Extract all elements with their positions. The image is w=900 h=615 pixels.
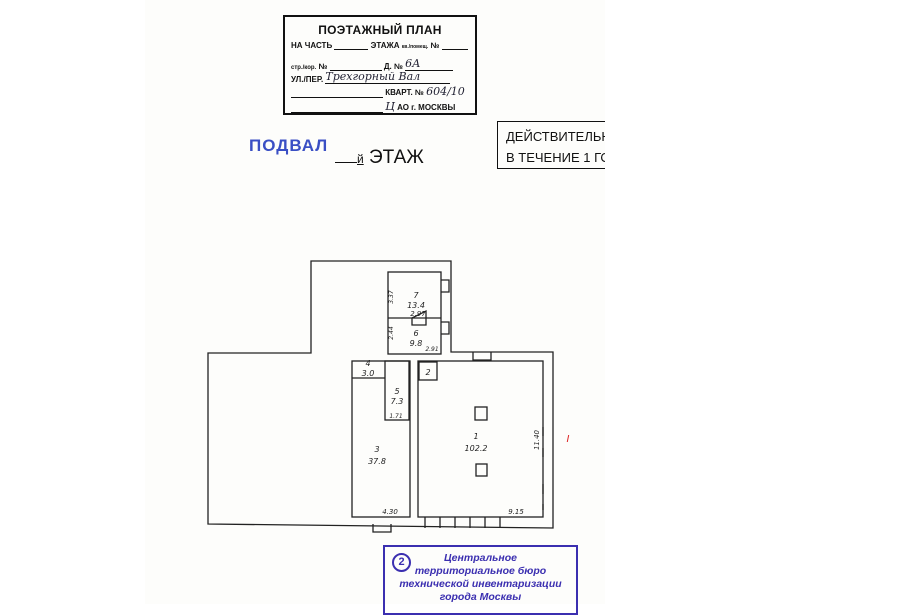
blank-margin (605, 0, 900, 604)
room-6-area: 9.8 (410, 339, 423, 348)
room-7-area: 13.4 (407, 301, 425, 310)
stamp-number: 2 (392, 553, 411, 572)
room-3-area: 37.8 (368, 457, 386, 466)
room-1-number: 1 (473, 432, 478, 441)
room-7-number: 7 (413, 291, 419, 300)
room-4-area: 3.0 (362, 369, 375, 378)
stamp-line: Центральное (444, 552, 517, 564)
dim-4-30: 4.30 (382, 508, 398, 516)
room-5-number: 5 (394, 387, 399, 396)
no-label: № (430, 41, 440, 50)
title-block: ПОЭТАЖНЫЙ ПЛАН НА ЧАСТЬ ЭТАЖА кв./помещ.… (283, 15, 477, 115)
ao-label: АО г. МОСКВЫ (397, 103, 456, 112)
pillar (474, 406, 488, 421)
floor-suffix: й (357, 152, 364, 166)
dim-2-91: 2.91 (425, 346, 438, 353)
dim-2-44: 2.44 (388, 326, 395, 340)
room-7-6-block (387, 271, 442, 355)
na-chast-label: НА ЧАСТЬ (291, 41, 333, 50)
street-label: УЛ./ПЕР. (291, 75, 324, 84)
dim-1-71: 1.71 (389, 413, 402, 420)
stamp-line: технической инвентаризации (399, 578, 562, 590)
section-mark: I (567, 434, 570, 445)
floor-label: й ЭТАЖ (335, 147, 424, 169)
pillar (475, 463, 488, 477)
title-heading: ПОЭТАЖНЫЙ ПЛАН (318, 23, 442, 37)
dim-11-40: 11.40 (533, 429, 541, 450)
room-1-area: 102.2 (465, 444, 488, 453)
floor-label-text: ЭТАЖ (368, 147, 424, 168)
validity-stamp: ДЕЙСТВИТЕЛЬН В ТЕЧЕНИЕ 1 ГОД (497, 121, 617, 169)
ao-value: Ц (385, 100, 395, 113)
no-label: № (318, 62, 328, 71)
dim-2-97: 2.97 (410, 310, 426, 318)
kvart-label: КВАРТ. № (385, 88, 424, 97)
validity-line-1: ДЕЙСТВИТЕЛЬН (506, 129, 611, 144)
room-3-wall (351, 360, 411, 518)
stamp-line: территориальное бюро (414, 565, 547, 577)
street-value: Трехгорный Вал (325, 70, 451, 84)
room-5-wall (384, 360, 410, 421)
building-outline (207, 260, 554, 529)
document-page (145, 0, 605, 604)
floor-stamp: ПОДВАЛ (249, 136, 329, 155)
validity-line-2: В ТЕЧЕНИЕ 1 ГОД (506, 150, 617, 165)
room-1-wall (417, 360, 544, 518)
str-kor-label: стр./кор. (291, 65, 317, 71)
dom-label: Д. № (383, 62, 403, 71)
bti-stamp: 2 Центральное территориальное бюро техни… (383, 545, 578, 615)
room-2-wall (418, 361, 438, 381)
kv-pomeshch-label: кв./помещ. (401, 44, 429, 50)
room-4-number: 4 (365, 359, 370, 368)
room-2-number: 2 (425, 368, 430, 377)
room-3-number: 3 (374, 445, 379, 454)
dim-3-37: 3.37 (388, 290, 395, 304)
dim-9-15: 9.15 (508, 508, 524, 516)
etazha-label: ЭТАЖА (370, 41, 400, 50)
stamp-line: города Москвы (439, 591, 522, 603)
room-6-number: 6 (413, 329, 418, 338)
room-5-area: 7.3 (391, 397, 404, 406)
dom-value: 6А (405, 57, 454, 71)
kvart-value: 604/10 (426, 85, 465, 98)
